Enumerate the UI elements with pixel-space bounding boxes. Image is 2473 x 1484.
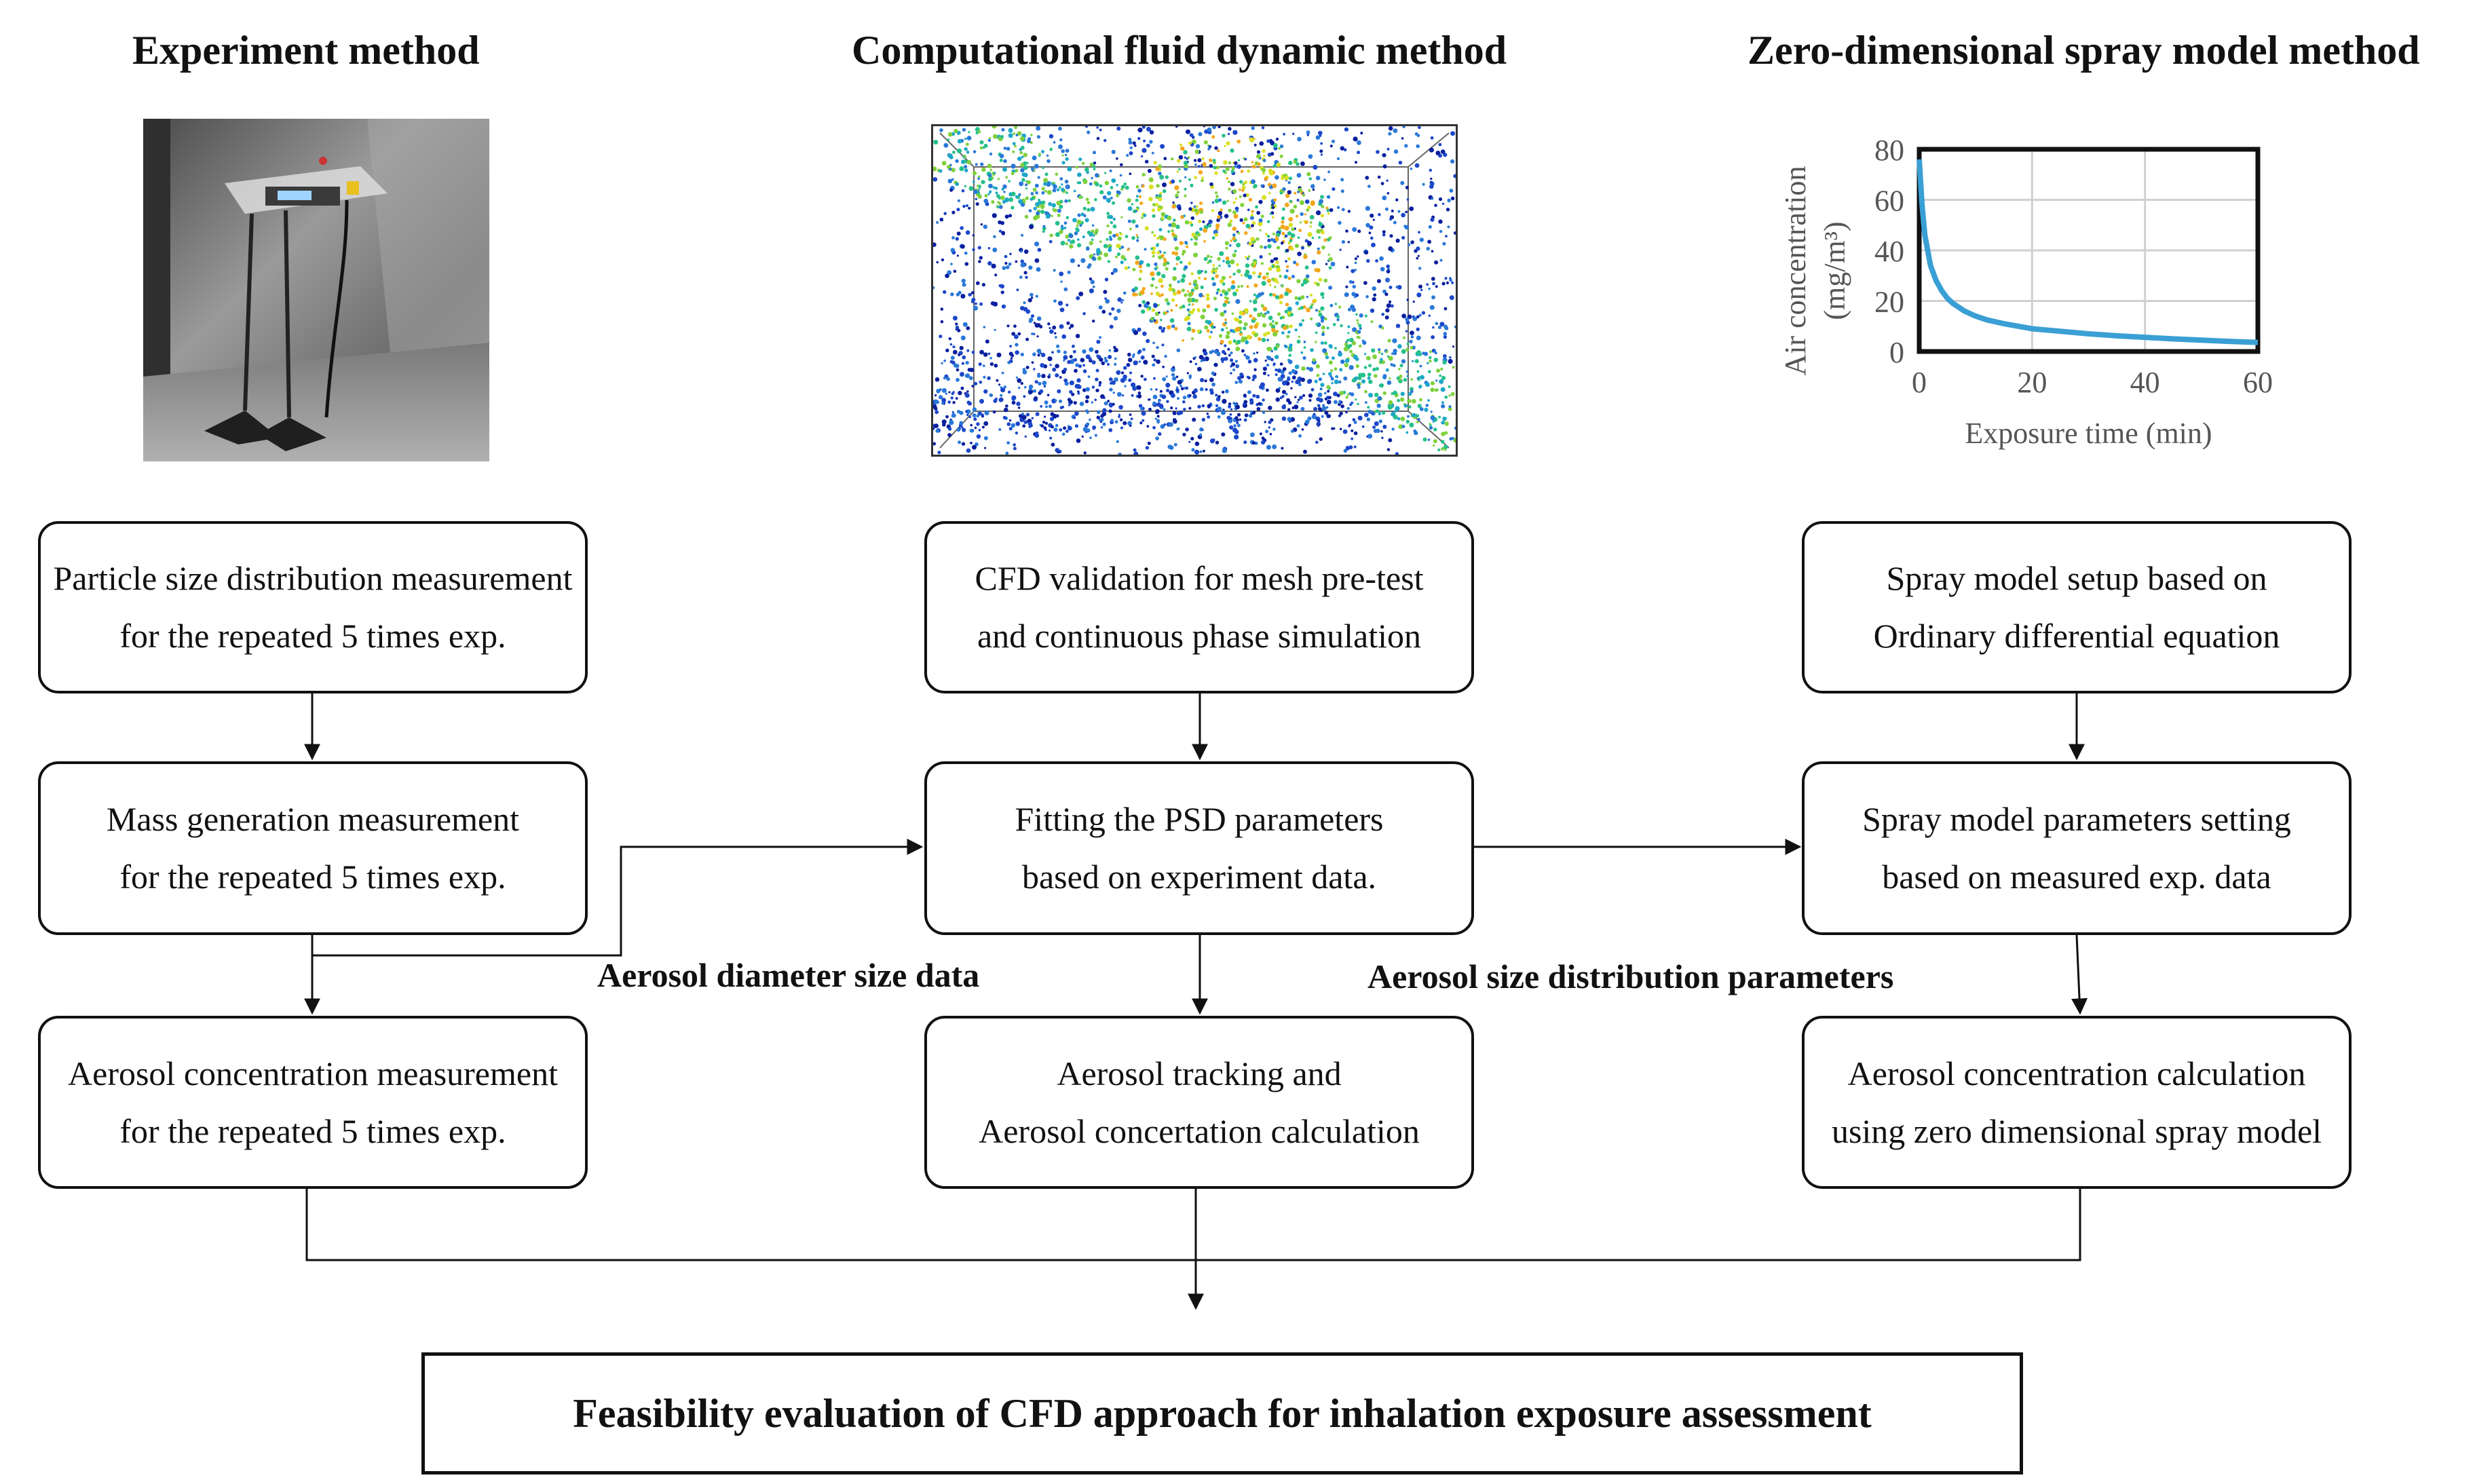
spray-parameters-box: Spray model parameters setting based on … (1802, 761, 2352, 935)
box-line: CFD validation for mesh pre-test (975, 559, 1424, 597)
experiment-setup-photo (143, 119, 489, 461)
feasibility-evaluation-box: Feasibility evaluation of CFD approach f… (421, 1352, 2023, 1475)
box-line: Spray model setup based on (1886, 559, 2267, 597)
cfd-particle-tracking-image (931, 124, 1458, 457)
aerosol-distribution-label: Aerosol size distribution parameters (1367, 957, 1894, 995)
arrow-diameter-data (312, 839, 924, 957)
spray-model-setup-box: Spray model setup based on Ordinary diff… (1802, 521, 2352, 693)
box-line: Aerosol concertation calculation (979, 1111, 1420, 1150)
aerosol-diameter-label: Aerosol diameter size data (597, 956, 980, 994)
box-line: based on measured exp. data (1882, 858, 2271, 896)
box-line: Aerosol concentration measurement (68, 1054, 558, 1092)
merge-spray-line (1200, 1189, 2081, 1261)
box-line: Aerosol tracking and (1057, 1054, 1342, 1092)
box-line: for the repeated 5 times exp. (119, 1111, 506, 1150)
psd-fitting-box: Fitting the PSD parameters based on expe… (924, 761, 1474, 935)
box-line: Mass generation measurement (106, 800, 520, 838)
mass-generation-box: Mass generation measurement for the repe… (38, 761, 588, 935)
aerosol-tracking-box: Aerosol tracking and Aerosol concertatio… (924, 1016, 1474, 1189)
box-line: Particle size distribution measurement (53, 559, 573, 597)
box-line: Ordinary differential equation (1873, 617, 2280, 655)
arrow-spray-2-3 (2071, 934, 2088, 1015)
box-line: and continuous phase simulation (977, 617, 1422, 655)
box-line: for the repeated 5 times exp. (119, 858, 506, 896)
box-line: based on experiment data. (1021, 858, 1377, 896)
box-line: Aerosol concentration calculation (1847, 1054, 2306, 1092)
aerosol-concentration-exp-box: Aerosol concentration measurement for th… (38, 1016, 588, 1189)
box-line: for the repeated 5 times exp. (119, 617, 506, 655)
spray-model-method-title: Zero-dimensional spray model method (1748, 28, 2420, 73)
particle-size-distribution-box: Particle size distribution measurement f… (38, 521, 588, 693)
cfd-validation-box: CFD validation for mesh pre-test and con… (924, 521, 1474, 693)
merge-exp-line (305, 1189, 1200, 1261)
box-line: using zero dimensional spray model (1831, 1111, 2322, 1150)
spray-concentration-box: Aerosol concentration calculation using … (1802, 1016, 2352, 1189)
feasibility-evaluation-label: Feasibility evaluation of CFD approach f… (573, 1390, 1872, 1436)
cfd-method-title: Computational fluid dynamic method (852, 28, 1507, 73)
box-line: Spray model parameters setting (1862, 800, 2291, 838)
experiment-method-title: Experiment method (132, 28, 480, 73)
box-line: Fitting the PSD parameters (1015, 800, 1384, 838)
